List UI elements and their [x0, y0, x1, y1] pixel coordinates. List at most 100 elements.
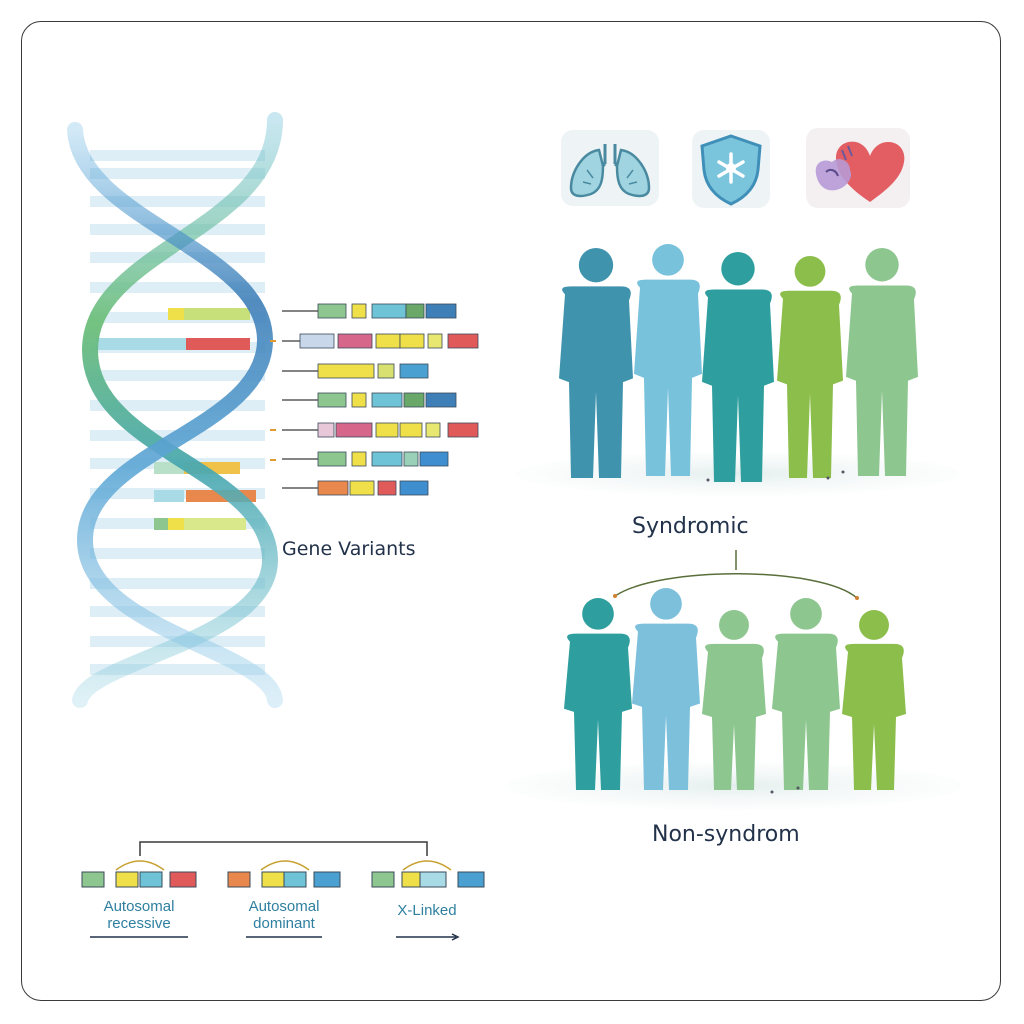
person-body: [846, 285, 918, 476]
dna-rung: [90, 168, 265, 179]
variant-segment: [425, 392, 457, 408]
variant-segment: [371, 451, 403, 467]
person-head: [865, 248, 899, 282]
variant-segment: [405, 303, 425, 319]
variant-segment: [317, 303, 347, 319]
person-silhouette: [702, 252, 774, 482]
allele-box: [227, 871, 251, 888]
dna-rung: [90, 196, 265, 207]
person-body: [702, 643, 766, 790]
non-syndromic-label: Non-syndrom: [652, 822, 800, 847]
allele-box: [169, 871, 197, 888]
non-syndromic-ground-dots: [770, 786, 800, 794]
variant-segment: [371, 303, 407, 319]
group-connector-arc: [613, 550, 859, 600]
inheritance-connector: [139, 841, 428, 856]
autosomal-dominant-label: Autosomal dominant: [228, 898, 340, 932]
dna-rung: [90, 548, 265, 559]
dna-rung-segment: [154, 490, 184, 502]
allele-box: [371, 871, 395, 888]
gene-variant-rows: [270, 303, 479, 496]
person-silhouette: [702, 610, 766, 790]
variant-segment: [377, 363, 395, 379]
inheritance-patterns: [81, 860, 485, 888]
person-head: [721, 252, 755, 286]
person-silhouette: [777, 256, 843, 478]
variant-segment: [447, 333, 479, 349]
dna-rung: [90, 282, 265, 293]
dna-rung-segment: [184, 308, 250, 320]
dna-rung: [90, 664, 265, 675]
inheritance-label-line1: X-Linked: [397, 902, 457, 919]
dna-rung-segment: [184, 518, 246, 530]
inheritance-label-line1: Autosomal: [248, 898, 320, 915]
variant-segment: [317, 422, 335, 438]
lungs-icon: [561, 130, 659, 206]
heart-icon: [806, 128, 910, 208]
dna-rung-segment: [186, 338, 250, 350]
variant-segment: [371, 392, 403, 408]
person-head: [794, 256, 826, 287]
person-head: [859, 610, 889, 640]
dna-rung: [90, 606, 265, 617]
person-body: [632, 623, 700, 790]
dna-strand-front: [67, 122, 283, 708]
variant-segment: [419, 451, 449, 467]
variant-segment: [335, 422, 373, 438]
inheritance-label-line2: recessive: [107, 915, 171, 932]
person-silhouette: [842, 610, 906, 790]
syndromic-ground-shadow: [516, 452, 960, 496]
dna-rung-segment: [168, 518, 184, 530]
variant-segment: [399, 333, 425, 349]
allele-box: [419, 871, 447, 888]
inheritance-arc: [115, 860, 165, 871]
immune-shield-icon: [692, 130, 770, 208]
allele-box: [283, 871, 307, 888]
person-head: [582, 598, 614, 630]
person-body: [777, 290, 843, 478]
allele-box: [115, 871, 139, 888]
person-head: [719, 610, 749, 640]
person-body: [564, 633, 632, 790]
variant-segment: [351, 451, 367, 467]
person-body: [772, 633, 840, 790]
variant-segment: [317, 392, 347, 408]
allele-box: [81, 871, 105, 888]
dna-rung: [90, 578, 265, 589]
variant-segment: [351, 303, 367, 319]
person-silhouette: [634, 244, 702, 476]
variant-segment: [399, 422, 423, 438]
dna-rung: [90, 400, 265, 411]
dna-rung: [90, 252, 265, 263]
variant-segment: [403, 392, 425, 408]
person-head: [790, 598, 822, 630]
dna-rung-segment: [96, 338, 186, 350]
variant-segment: [427, 333, 443, 349]
variant-segment: [317, 480, 349, 496]
autosomal-recessive-label: Autosomal recessive: [84, 898, 194, 932]
allele-box: [457, 871, 485, 888]
person-body: [842, 643, 906, 790]
person-silhouette: [846, 248, 918, 476]
inheritance-label-line1: Autosomal: [103, 898, 175, 915]
person-silhouette: [632, 588, 700, 790]
inheritance-underlines: [90, 933, 460, 941]
person-body: [702, 289, 774, 482]
dna-rung-segment: [168, 308, 184, 320]
person-body: [634, 279, 702, 476]
x-linked-label: X-Linked: [372, 902, 482, 919]
variant-segment: [349, 480, 375, 496]
syndromic-label: Syndromic: [632, 514, 749, 539]
allele-box: [261, 871, 285, 888]
variant-segment: [317, 451, 347, 467]
person-silhouette: [564, 598, 632, 790]
variant-segment: [317, 363, 375, 379]
non-syndromic-people: [564, 588, 906, 790]
variant-segment: [425, 303, 457, 319]
syndromic-ground-dots: [706, 470, 845, 482]
variant-segment: [399, 480, 429, 496]
inheritance-arc: [402, 860, 452, 871]
inheritance-pattern: [371, 860, 485, 888]
variant-segment: [351, 392, 367, 408]
